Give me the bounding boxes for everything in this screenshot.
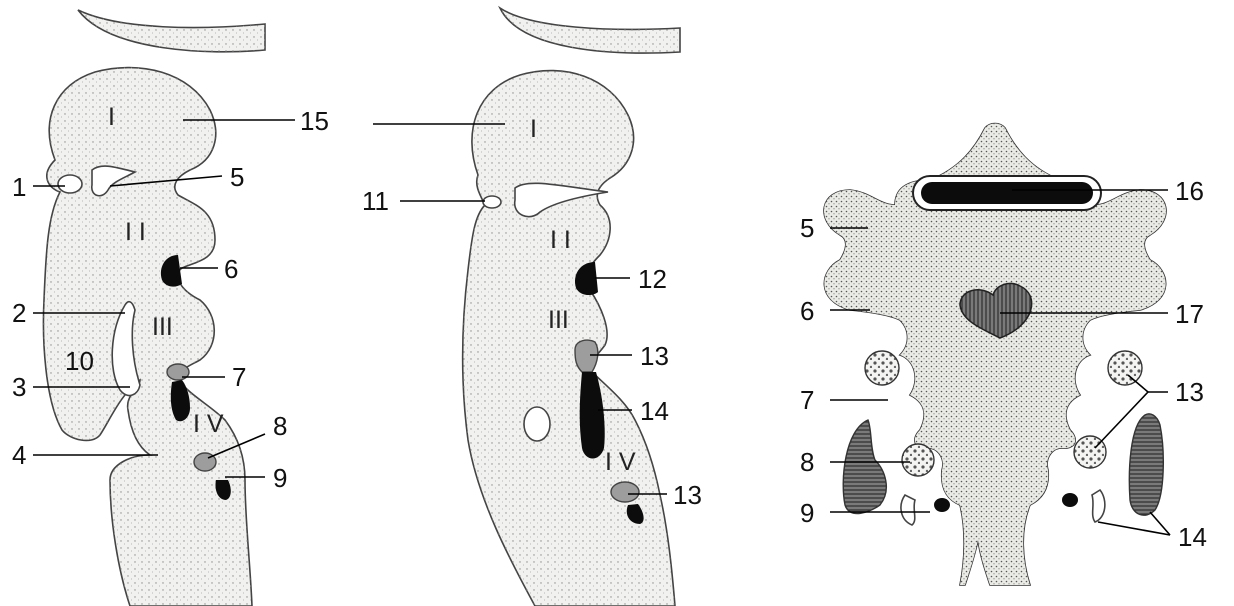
middle-label-11: 11 xyxy=(362,186,389,216)
left-label-5: 5 xyxy=(230,162,244,192)
middle-label-13-bottom: 13 xyxy=(673,480,702,510)
right-label-5: 5 xyxy=(800,213,814,243)
middle-roman-iii: III xyxy=(548,306,569,334)
right-black-9-left xyxy=(934,498,950,512)
right-label-14: 14 xyxy=(1178,522,1207,552)
left-label-9: 9 xyxy=(273,463,287,493)
right-label-9: 9 xyxy=(800,498,814,528)
left-label-3: 3 xyxy=(12,372,26,402)
middle-oval xyxy=(524,407,550,441)
right-label-17: 17 xyxy=(1175,299,1204,329)
right-hatched-14-left xyxy=(843,420,886,514)
right-blob-13-upper-left xyxy=(865,351,899,385)
right-label-16: 16 xyxy=(1175,176,1204,206)
right-label-6: 6 xyxy=(800,296,814,326)
middle-panel: I I I III I V 11 12 13 14 13 xyxy=(362,8,702,606)
left-label-10: 10 xyxy=(65,346,94,376)
left-roman-iv: I V xyxy=(193,410,224,438)
middle-grey-13a xyxy=(575,340,598,372)
left-roman-ii: I I xyxy=(125,218,146,246)
right-label-13: 13 xyxy=(1175,377,1204,407)
left-label-15: 15 xyxy=(300,106,329,136)
right-panel: 16 5 6 17 7 13 8 9 14 xyxy=(800,124,1207,586)
middle-label-12: 12 xyxy=(638,264,667,294)
middle-roman-ii: I I xyxy=(550,226,571,254)
middle-label-13-top: 13 xyxy=(640,341,669,371)
left-black-7 xyxy=(171,380,190,421)
middle-label-14: 14 xyxy=(640,396,669,426)
left-label-2: 2 xyxy=(12,298,26,328)
middle-roman-i: I xyxy=(530,115,537,143)
right-blob-13-upper-right xyxy=(1108,351,1142,385)
middle-notch-11 xyxy=(483,196,501,208)
left-label-7: 7 xyxy=(232,362,246,392)
right-hook-9-left xyxy=(901,495,915,525)
left-roman-iii: III xyxy=(152,313,173,341)
right-hook-9-right xyxy=(1092,490,1105,522)
right-label-7: 7 xyxy=(800,385,814,415)
left-label-4: 4 xyxy=(12,440,26,470)
right-black-9-right xyxy=(1062,493,1078,507)
left-panel: I I I III I V 15 1 5 6 2 10 3 7 8 4 9 xyxy=(12,10,329,606)
right-blob-8-left xyxy=(902,444,934,476)
right-label-8: 8 xyxy=(800,447,814,477)
left-label-8: 8 xyxy=(273,411,287,441)
middle-grey-13b xyxy=(611,482,639,502)
right-slot-16 xyxy=(921,182,1093,204)
left-notch-1 xyxy=(58,175,82,193)
left-label-1: 1 xyxy=(12,172,26,202)
left-roman-i: I xyxy=(108,103,115,131)
middle-roman-iv: I V xyxy=(605,448,636,476)
left-label-6: 6 xyxy=(224,254,238,284)
right-hatched-14-right xyxy=(1129,414,1163,515)
